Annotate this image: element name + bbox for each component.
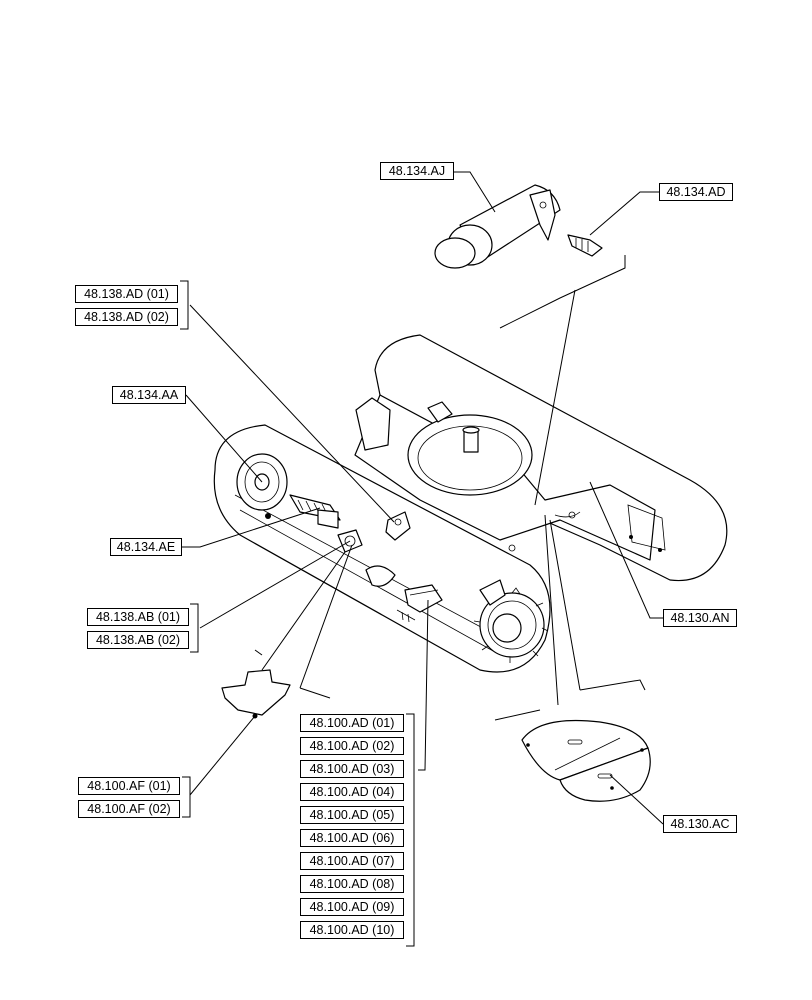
label-48-130-ac[interactable]: 48.130.AC xyxy=(663,815,737,833)
label-48-134-aj[interactable]: 48.134.AJ xyxy=(380,162,454,180)
label-48-134-ae[interactable]: 48.134.AE xyxy=(110,538,182,556)
guard-clip-part xyxy=(221,669,291,719)
label-48-100-ad-03[interactable]: 48.100.AD (03) xyxy=(300,760,404,778)
label-48-134-ad[interactable]: 48.134.AD xyxy=(659,183,733,201)
label-48-130-an[interactable]: 48.130.AN xyxy=(663,609,737,627)
label-48-100-ad-04[interactable]: 48.100.AD (04) xyxy=(300,783,404,801)
track-tensioner xyxy=(289,494,341,529)
label-48-100-ad-09[interactable]: 48.100.AD (09) xyxy=(300,898,404,916)
undercarriage-frame xyxy=(213,334,728,673)
label-48-138-ad-01[interactable]: 48.138.AD (01) xyxy=(75,285,178,303)
leader-lines xyxy=(182,171,664,825)
label-48-100-af-02[interactable]: 48.100.AF (02) xyxy=(78,800,180,818)
label-48-100-ad-06[interactable]: 48.100.AD (06) xyxy=(300,829,404,847)
label-48-100-ad-05[interactable]: 48.100.AD (05) xyxy=(300,806,404,824)
drive-sprocket xyxy=(473,579,549,663)
label-48-100-ad-02[interactable]: 48.100.AD (02) xyxy=(300,737,404,755)
label-48-100-ad-07[interactable]: 48.100.AD (07) xyxy=(300,852,404,870)
label-48-138-ad-02[interactable]: 48.138.AD (02) xyxy=(75,308,178,326)
label-48-100-ad-10[interactable]: 48.100.AD (10) xyxy=(300,921,404,939)
label-48-138-ab-01[interactable]: 48.138.AB (01) xyxy=(87,608,189,626)
label-48-134-aa[interactable]: 48.134.AA xyxy=(112,386,186,404)
label-48-138-ab-02[interactable]: 48.138.AB (02) xyxy=(87,631,189,649)
label-48-100-ad-08[interactable]: 48.100.AD (08) xyxy=(300,875,404,893)
label-brackets xyxy=(180,280,415,947)
label-48-100-ad-01[interactable]: 48.100.AD (01) xyxy=(300,714,404,732)
track-roller-hardware xyxy=(265,511,443,623)
tension-cylinder-part xyxy=(434,184,561,269)
cover-plate-part xyxy=(521,719,651,802)
label-48-100-af-01[interactable]: 48.100.AF (01) xyxy=(78,777,180,795)
grease-fitting-part xyxy=(567,234,603,257)
